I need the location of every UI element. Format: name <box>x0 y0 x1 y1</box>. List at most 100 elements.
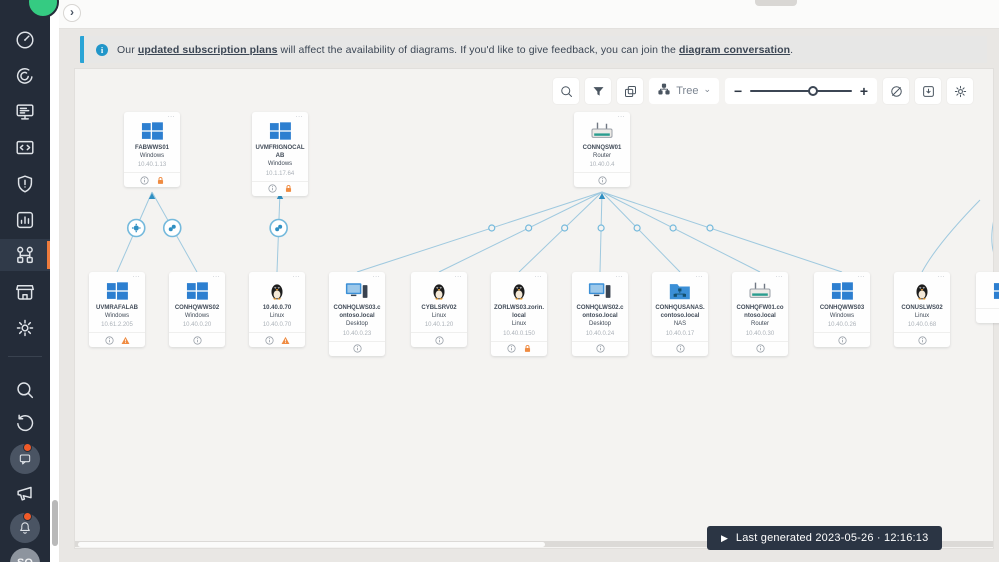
settings-icon <box>14 317 36 339</box>
zoom-slider-handle[interactable] <box>808 86 819 96</box>
banner-link[interactable]: updated subscription plans <box>137 43 278 56</box>
info-icon[interactable] <box>837 336 847 345</box>
filter-button[interactable] <box>585 78 612 104</box>
device-card-footer <box>329 342 385 356</box>
sidebar-item-topology[interactable] <box>0 239 50 271</box>
nas-device-icon <box>654 280 706 302</box>
search-button[interactable] <box>553 78 580 104</box>
banner-link[interactable]: diagram conversation <box>679 43 791 56</box>
device-ip: 10.40.0.68 <box>907 322 937 329</box>
info-icon[interactable] <box>139 176 149 185</box>
sidebar-item-reports[interactable] <box>0 204 50 236</box>
node-menu-dots[interactable]: ... <box>695 272 703 279</box>
zoom-out-button[interactable]: − <box>734 83 743 99</box>
sidebar-item-security[interactable] <box>0 168 50 200</box>
warning-icon <box>281 336 290 345</box>
notifications-circle <box>10 512 40 543</box>
expand-panel-button[interactable]: › <box>63 4 81 22</box>
view-mode-select[interactable]: Tree ⌄ <box>649 78 719 104</box>
info-icon[interactable] <box>104 336 114 345</box>
vertical-scrollbar-thumb[interactable] <box>51 500 58 546</box>
info-icon[interactable] <box>192 336 202 345</box>
info-icon[interactable] <box>264 336 274 345</box>
map-settings-button[interactable] <box>947 78 973 104</box>
user-avatar[interactable]: SO <box>10 548 40 562</box>
device-card-footer <box>976 309 999 323</box>
info-icon[interactable] <box>352 344 362 353</box>
info-icon[interactable] <box>917 336 927 345</box>
hide-labels-button[interactable] <box>883 78 909 104</box>
device-ip: 10.40.0.20 <box>182 322 212 329</box>
notifications-icon <box>17 520 33 536</box>
horizontal-scrollbar-thumb[interactable] <box>78 541 545 547</box>
banner-text-segment: Our <box>117 43 138 56</box>
device-node-n12[interactable]: ... <box>976 272 999 323</box>
node-menu-dots[interactable]: ... <box>292 272 300 279</box>
warning-icon <box>121 336 130 345</box>
sidebar-item-announcements[interactable] <box>0 477 50 509</box>
info-icon[interactable] <box>595 344 605 353</box>
sidebar-item-history[interactable] <box>0 407 50 439</box>
export-image-button[interactable] <box>915 78 941 104</box>
info-icon[interactable] <box>755 344 765 353</box>
info-icon[interactable] <box>267 184 277 193</box>
sidebar-item-search[interactable] <box>0 374 50 406</box>
copy-button[interactable] <box>617 78 644 104</box>
info-icon[interactable] <box>597 176 607 185</box>
node-menu-dots[interactable]: ... <box>167 112 175 119</box>
last-generated-status[interactable]: ▶ Last generated 2023-05-26 · 12:16:13 <box>707 526 943 550</box>
zoom-in-button[interactable]: + <box>859 83 868 99</box>
node-menu-dots[interactable]: ... <box>978 273 999 279</box>
node-menu-dots[interactable]: ... <box>534 272 542 279</box>
node-menu-dots[interactable]: ... <box>454 272 462 279</box>
node-menu-dots[interactable]: ... <box>617 112 625 119</box>
vertical-scrollbar[interactable] <box>50 0 59 562</box>
device-card-footer <box>491 342 547 356</box>
node-menu-dots[interactable]: ... <box>132 272 140 279</box>
node-menu-dots[interactable]: ... <box>937 272 945 279</box>
sidebar-item-notifications[interactable] <box>0 512 50 544</box>
gauge-icon <box>14 65 36 87</box>
device-ip: 10.40.0.70 <box>262 322 292 329</box>
device-name: CONUSLWS02 <box>901 305 943 311</box>
sidebar-item-devices[interactable] <box>0 96 50 128</box>
zoom-slider[interactable] <box>750 86 852 96</box>
info-icon[interactable] <box>434 336 444 345</box>
device-ip: 10.1.17.64 <box>265 170 295 177</box>
chat-icon <box>17 451 33 467</box>
node-menu-dots[interactable]: ... <box>295 112 303 119</box>
info-icon[interactable] <box>675 344 685 353</box>
node-menu-dots[interactable]: ... <box>857 272 865 279</box>
sidebar-item-marketplace[interactable] <box>0 276 50 308</box>
view-mode-label: Tree <box>676 85 699 97</box>
node-menu-dots[interactable]: ... <box>615 272 623 279</box>
device-name: CYBLSRV02 <box>421 305 457 311</box>
sidebar-item-gauge[interactable] <box>0 60 50 92</box>
node-menu-dots[interactable]: ... <box>372 272 380 279</box>
info-icon[interactable] <box>506 344 516 353</box>
sidebar-item-chat[interactable] <box>0 443 50 475</box>
node-menu-dots[interactable]: ... <box>775 272 783 279</box>
sidebar-item-code-editor[interactable] <box>0 132 50 164</box>
horizontal-scrollbar[interactable] <box>75 541 993 547</box>
export-image-icon <box>921 84 936 99</box>
sidebar-item-settings[interactable] <box>0 312 50 344</box>
map-settings-icon <box>953 84 968 99</box>
sidebar-item-dashboard[interactable] <box>0 24 50 56</box>
node-menu-dots[interactable]: ... <box>212 272 220 279</box>
